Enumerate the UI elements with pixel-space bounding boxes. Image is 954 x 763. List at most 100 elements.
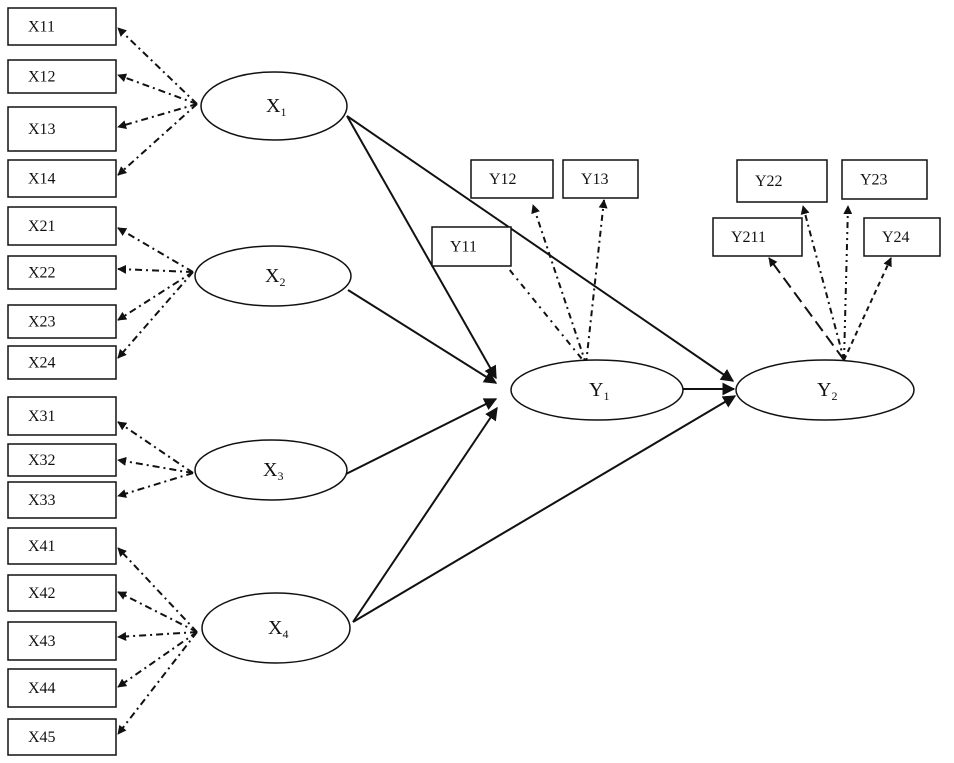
indicator-x13: X13 bbox=[7, 106, 117, 152]
indicator-y11: Y11 bbox=[431, 226, 512, 267]
latent-ellipse bbox=[194, 245, 352, 307]
indicator-box bbox=[7, 7, 117, 46]
loading-arrow-x11 bbox=[117, 27, 198, 105]
indicator-box bbox=[7, 668, 117, 708]
path-x4-to-y1 bbox=[352, 406, 498, 623]
indicator-x33: X33 bbox=[7, 481, 117, 519]
indicator-label: X41 bbox=[28, 538, 56, 555]
indicator-y24: Y24 bbox=[863, 217, 941, 257]
latent-x1: X1 bbox=[200, 71, 348, 141]
latent-label: X4 bbox=[268, 617, 288, 641]
indicator-label: X14 bbox=[28, 171, 56, 188]
indicator-box bbox=[7, 159, 117, 198]
indicator-label: X43 bbox=[28, 633, 56, 650]
loading-arrow-y22 bbox=[800, 205, 845, 361]
indicator-label: X21 bbox=[28, 218, 56, 235]
indicator-label: X23 bbox=[28, 314, 56, 331]
indicator-label: Y211 bbox=[731, 229, 766, 246]
loading-arrow-x32 bbox=[117, 456, 194, 474]
indicator-box bbox=[7, 443, 117, 477]
indicator-box bbox=[7, 621, 117, 661]
indicator-x21: X21 bbox=[7, 206, 117, 246]
latent-ellipse bbox=[200, 71, 348, 141]
indicator-x44: X44 bbox=[7, 668, 117, 708]
indicator-y23: Y23 bbox=[841, 159, 928, 200]
indicator-label: Y12 bbox=[489, 171, 517, 188]
loading-arrow-y24 bbox=[843, 257, 892, 361]
indicator-box bbox=[562, 159, 639, 199]
loading-arrow-x43 bbox=[117, 631, 198, 641]
indicator-label: X33 bbox=[28, 492, 56, 509]
loading-arrow-x22 bbox=[117, 264, 194, 274]
latent-ellipse bbox=[510, 359, 684, 421]
indicator-label: X45 bbox=[28, 729, 56, 746]
latent-ellipse bbox=[194, 439, 348, 501]
indicator-box bbox=[7, 255, 117, 290]
indicator-label: X13 bbox=[28, 121, 56, 138]
latent-label: X3 bbox=[263, 459, 283, 483]
latent-label-base: Y bbox=[589, 379, 603, 401]
loading-arrow-x44 bbox=[117, 631, 198, 688]
indicator-box bbox=[7, 527, 117, 565]
indicator-x31: X31 bbox=[7, 396, 117, 436]
loading-arrow-x23 bbox=[117, 271, 194, 321]
indicator-label: X24 bbox=[28, 355, 56, 372]
indicator-box bbox=[863, 217, 941, 257]
indicator-box bbox=[7, 206, 117, 246]
latent-ellipse bbox=[201, 592, 351, 664]
indicator-label: X44 bbox=[28, 680, 56, 697]
indicator-y13: Y13 bbox=[562, 159, 639, 199]
latent-label: Y1 bbox=[589, 379, 609, 403]
loading-arrow-x31 bbox=[117, 421, 194, 474]
indicator-label: Y22 bbox=[755, 173, 783, 190]
indicator-box bbox=[431, 226, 512, 267]
loading-arrow-y211 bbox=[768, 257, 845, 361]
path-x1-to-y2 bbox=[346, 115, 735, 382]
indicator-y22: Y22 bbox=[736, 159, 828, 203]
indicator-x45: X45 bbox=[7, 718, 117, 756]
latent-label-subscript: 2 bbox=[279, 275, 285, 289]
indicator-y12: Y12 bbox=[470, 159, 554, 199]
latent-label: X2 bbox=[265, 265, 285, 289]
latent-y2: Y2 bbox=[735, 359, 915, 421]
latent-label-base: X bbox=[268, 617, 283, 639]
indicator-box bbox=[7, 304, 117, 339]
loading-arrow-x12 bbox=[117, 73, 198, 105]
indicator-box bbox=[7, 396, 117, 436]
indicator-x42: X42 bbox=[7, 574, 117, 612]
indicator-label: X42 bbox=[28, 585, 56, 602]
loading-arrow-x24 bbox=[117, 271, 194, 359]
indicator-box bbox=[736, 159, 828, 203]
loading-arrow-y13 bbox=[585, 199, 608, 365]
loading-arrow-y12 bbox=[531, 204, 587, 365]
latent-label-base: Y bbox=[817, 379, 831, 401]
indicator-label: Y11 bbox=[450, 239, 477, 256]
latent-label-subscript: 1 bbox=[280, 105, 286, 119]
indicator-label: X11 bbox=[28, 19, 55, 36]
indicator-y211: Y211 bbox=[712, 217, 803, 257]
indicator-label: Y24 bbox=[882, 229, 910, 246]
latent-label: Y2 bbox=[817, 379, 837, 403]
indicator-x32: X32 bbox=[7, 443, 117, 477]
latent-y1: Y1 bbox=[510, 359, 684, 421]
latent-label-base: X bbox=[266, 95, 281, 117]
indicator-box bbox=[7, 481, 117, 519]
loading-arrow-y11 bbox=[499, 257, 587, 365]
indicator-x22: X22 bbox=[7, 255, 117, 290]
indicator-x12: X12 bbox=[7, 59, 117, 94]
latent-label: X1 bbox=[266, 95, 286, 119]
latent-label-subscript: 1 bbox=[603, 389, 609, 403]
loading-arrow-x13 bbox=[117, 103, 198, 130]
indicator-box bbox=[7, 718, 117, 756]
indicator-label: X32 bbox=[28, 452, 56, 469]
path-x3-to-y1 bbox=[345, 398, 498, 475]
indicator-x24: X24 bbox=[7, 345, 117, 380]
latent-ellipse bbox=[735, 359, 915, 421]
indicator-label: X12 bbox=[28, 69, 56, 86]
latent-label-subscript: 2 bbox=[831, 389, 837, 403]
indicator-label: Y23 bbox=[860, 172, 888, 189]
latent-label-subscript: 3 bbox=[277, 469, 283, 483]
latent-x3: X3 bbox=[194, 439, 348, 501]
latent-x4: X4 bbox=[201, 592, 351, 664]
